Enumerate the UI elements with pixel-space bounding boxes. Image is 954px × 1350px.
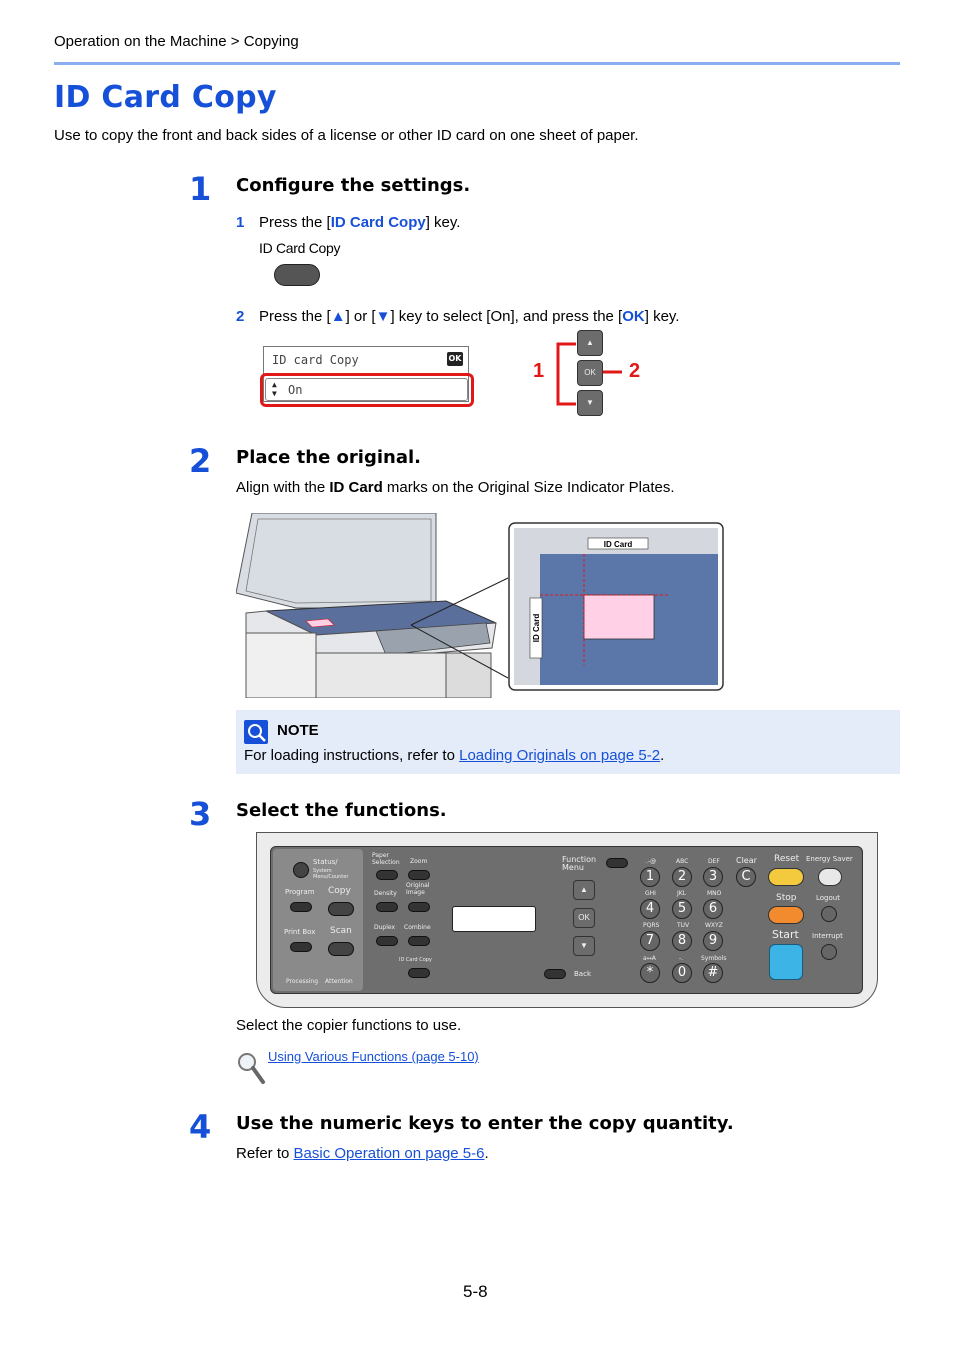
- substep-2-number: 2: [236, 308, 245, 325]
- logout-key[interactable]: [821, 906, 837, 922]
- panel-up-key[interactable]: ▲: [573, 880, 595, 900]
- zoom-key[interactable]: [408, 870, 430, 880]
- substep-2-text: Press the [▲] or [▼] key to select [On],…: [259, 308, 680, 325]
- start-key[interactable]: [769, 944, 803, 980]
- loading-originals-link[interactable]: Loading Originals on page 5-2: [459, 747, 661, 764]
- note-icon: [244, 720, 268, 744]
- page-title: ID Card Copy: [54, 80, 277, 115]
- clear-key[interactable]: C: [736, 867, 756, 887]
- breadcrumb: Operation on the Machine > Copying: [54, 33, 299, 50]
- substep-1-number: 1: [236, 214, 245, 231]
- note-box: NOTE For loading instructions, refer to …: [236, 710, 900, 774]
- id-card-on-glass: [305, 618, 335, 628]
- using-various-functions-link[interactable]: Using Various Functions (page 5-10): [268, 1049, 479, 1064]
- intro-text: Use to copy the front and back sides of …: [54, 127, 639, 144]
- document-cover: [236, 513, 437, 609]
- panel-ok-key[interactable]: OK: [573, 908, 595, 928]
- combine-key[interactable]: [408, 936, 430, 946]
- id-card-copy-key[interactable]: [274, 264, 320, 286]
- lcd-option-value: On: [288, 383, 303, 397]
- numeric-key-6[interactable]: 6: [703, 899, 723, 919]
- arrow-keys-callout: [556, 342, 622, 406]
- paper-selection-key[interactable]: [376, 870, 398, 880]
- lcd-selection-highlight: ▲▼ On: [260, 373, 474, 407]
- panel-id-card-copy-key[interactable]: [408, 968, 430, 978]
- down-arrow-key[interactable]: ▼: [577, 390, 603, 416]
- plate-label-side: ID Card: [532, 614, 541, 643]
- ok-badge-icon: OK: [447, 352, 463, 366]
- print-box-key[interactable]: [290, 942, 312, 952]
- duplex-key[interactable]: [376, 936, 398, 946]
- lcd-option[interactable]: ▲▼ On: [265, 378, 468, 401]
- step-3-caption: Select the copier functions to use.: [236, 1017, 462, 1034]
- step-3-title: Select the functions.: [236, 800, 447, 821]
- panel-down-key[interactable]: ▼: [573, 936, 595, 956]
- numeric-key-star[interactable]: *: [640, 963, 660, 983]
- numeric-key-9[interactable]: 9: [703, 931, 723, 951]
- copy-key[interactable]: [328, 902, 354, 916]
- numeric-key-3[interactable]: 3: [703, 867, 723, 887]
- interrupt-key[interactable]: [821, 944, 837, 960]
- numeric-key-8[interactable]: 8: [672, 931, 692, 951]
- plate-label-top: ID Card: [604, 540, 633, 549]
- original-image-key[interactable]: [408, 902, 430, 912]
- up-down-arrows-icon: ▲▼: [272, 380, 277, 398]
- id-card-copy-key-ref: ID Card Copy: [330, 214, 426, 231]
- operation-panel: [375, 622, 491, 656]
- numeric-key-0[interactable]: 0: [672, 963, 692, 983]
- back-key[interactable]: [544, 969, 566, 979]
- lcd-display: ID card Copy OK ▲▼ On: [260, 346, 474, 407]
- numeric-key-5[interactable]: 5: [672, 899, 692, 919]
- page-number: 5-8: [463, 1282, 488, 1301]
- numeric-key-4[interactable]: 4: [640, 899, 660, 919]
- lcd-title: ID card Copy: [272, 353, 359, 367]
- energy-saver-key[interactable]: [818, 868, 842, 886]
- step-1-number: 1: [189, 170, 212, 208]
- reset-key[interactable]: [768, 868, 804, 886]
- callout-bracket: [556, 342, 576, 406]
- up-arrow-key[interactable]: ▲: [577, 330, 603, 356]
- function-menu-key[interactable]: [606, 858, 628, 868]
- panel-display: [452, 906, 536, 932]
- note-title: NOTE: [277, 722, 319, 739]
- program-key[interactable]: [290, 902, 312, 912]
- step-4-title: Use the numeric keys to enter the copy q…: [236, 1113, 734, 1134]
- key-caption: ID Card Copy: [259, 240, 341, 256]
- substep-1-text: Press the [ID Card Copy] key.: [259, 214, 461, 231]
- panel-face: [270, 846, 863, 994]
- numeric-key-1[interactable]: 1: [640, 867, 660, 887]
- numeric-key-7[interactable]: 7: [640, 931, 660, 951]
- step-2-text: Align with the ID Card marks on the Orig…: [236, 479, 675, 496]
- callout-1: 1: [533, 360, 545, 382]
- step-4-number: 4: [189, 1108, 212, 1146]
- basic-operation-link[interactable]: Basic Operation on page 5-6: [293, 1145, 485, 1162]
- callout-2: 2: [629, 360, 641, 382]
- scan-key[interactable]: [328, 942, 354, 956]
- ok-key[interactable]: OK: [577, 360, 603, 386]
- header-rule: [54, 62, 900, 65]
- control-panel: Status/ System Menu/Counter Program Copy…: [256, 832, 878, 1008]
- density-key[interactable]: [376, 902, 398, 912]
- zoomed-id-card: [583, 594, 655, 640]
- step-2-title: Place the original.: [236, 447, 421, 468]
- status-label: Status/: [313, 858, 338, 866]
- step-3-number: 3: [189, 795, 212, 833]
- stop-key[interactable]: [768, 906, 804, 924]
- magnifier-icon: [238, 1053, 265, 1084]
- status-key[interactable]: [293, 862, 309, 878]
- copier-illustration: ID Card ID Card: [236, 513, 724, 698]
- numeric-key-hash[interactable]: #: [703, 963, 723, 983]
- step-1-title: Configure the settings.: [236, 175, 471, 196]
- step-4-text: Refer to Basic Operation on page 5-6.: [236, 1145, 489, 1162]
- note-body: For loading instructions, refer to Loadi…: [244, 747, 665, 764]
- numeric-key-2[interactable]: 2: [672, 867, 692, 887]
- step-2-number: 2: [189, 442, 212, 480]
